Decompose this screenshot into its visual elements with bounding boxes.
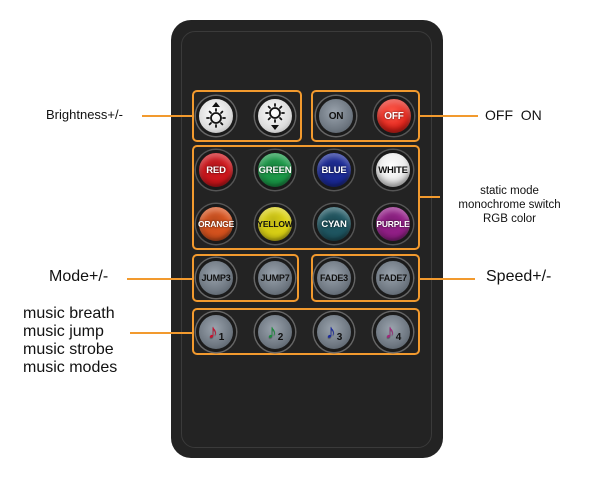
music-group	[192, 308, 420, 355]
mode-label: Mode+/-	[49, 268, 109, 285]
brightness-group	[192, 90, 302, 142]
brightness-down-icon	[265, 103, 285, 130]
speed-group	[311, 254, 420, 302]
color-button-orange[interactable]: ORANGE	[196, 204, 236, 244]
speed-connector	[420, 278, 475, 280]
static-mode-label: static mode	[480, 185, 539, 197]
music-button-2[interactable]: ♪2	[255, 312, 295, 352]
music-note-icon: ♪	[384, 321, 395, 343]
color-button-cyan[interactable]: CYAN	[314, 204, 354, 244]
music-strobe-label: music strobe	[23, 341, 114, 358]
off-on-label: OFF ON	[485, 107, 542, 123]
jump7-button[interactable]: JUMP7	[255, 258, 295, 298]
brightness-up-icon	[206, 102, 226, 128]
power-group	[311, 90, 420, 142]
color-connector	[420, 196, 440, 198]
music-button-1[interactable]: ♪1	[196, 312, 236, 352]
mode-group	[192, 254, 299, 302]
music-connector	[130, 332, 192, 334]
fade3-button[interactable]: FADE3	[314, 258, 354, 298]
brightness-down-button[interactable]	[255, 96, 295, 136]
music-note-icon: ♪	[266, 321, 277, 343]
rgb-color-label: RGB color	[482, 213, 537, 225]
brightness-up-button[interactable]	[196, 96, 236, 136]
on-button[interactable]: ON	[316, 96, 356, 136]
off-button[interactable]: OFF	[374, 96, 414, 136]
remote-inner-bezel	[181, 31, 432, 448]
music-note-icon: ♪	[325, 321, 336, 343]
color-group	[192, 145, 420, 250]
power-connector	[420, 115, 478, 117]
monochrome-switch-label: monochrome switch	[458, 199, 561, 211]
brightness-connector	[142, 115, 192, 117]
color-button-blue[interactable]: BLUE	[314, 150, 354, 190]
color-button-yellow[interactable]: YELLOW	[255, 204, 295, 244]
color-button-white[interactable]: WHITE	[373, 150, 413, 190]
color-button-green[interactable]: GREEN	[255, 150, 295, 190]
music-jump-label: music jump	[23, 323, 104, 340]
color-button-purple[interactable]: PURPLE	[373, 204, 413, 244]
music-button-4[interactable]: ♪4	[373, 312, 413, 352]
speed-label: Speed+/-	[486, 268, 552, 285]
mode-connector	[127, 278, 192, 280]
jump3-button[interactable]: JUMP3	[196, 258, 236, 298]
brightness-label: Brightness+/-	[46, 107, 123, 122]
music-button-3[interactable]: ♪3	[314, 312, 354, 352]
color-button-red[interactable]: RED	[196, 150, 236, 190]
music-note-icon: ♪	[207, 321, 218, 343]
music-breath-label: music breath	[23, 305, 115, 322]
music-modes-label: music modes	[23, 359, 118, 376]
fade7-button[interactable]: FADE7	[373, 258, 413, 298]
